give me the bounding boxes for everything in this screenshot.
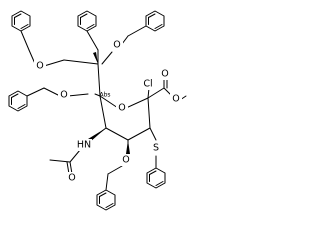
atom-labels: O O O O Cl O O HN O S O Abs — [34, 39, 182, 184]
oxygen-atom-label: O — [36, 61, 43, 72]
sulfur-atom-label: S — [153, 143, 159, 154]
ring-bond — [127, 127, 151, 141]
label-bg — [170, 93, 182, 105]
aromatic-double-bond — [99, 192, 107, 197]
oxygen-atom-label: O — [113, 40, 120, 51]
aromatic-double-bond — [14, 13, 22, 18]
o-ch-bond — [67, 93, 89, 97]
aromatic-double-bond — [86, 24, 95, 29]
benzyl-ring-mid-left — [8, 90, 28, 112]
aromatic-double-bond — [148, 13, 156, 18]
aromatic-double-bond — [80, 13, 88, 18]
oxygen-atom-label: O — [60, 90, 67, 101]
o-ch2-bond — [107, 165, 123, 175]
wedge-bond — [88, 128, 106, 142]
ring-bond — [105, 127, 129, 141]
backbone-bond — [63, 59, 99, 65]
c-s-bond — [149, 127, 157, 141]
label-bg — [76, 139, 92, 151]
bond-lines — [8, 10, 187, 211]
carbonyl-oxygen-atom-label: O — [161, 69, 168, 80]
ring-bond — [99, 95, 119, 109]
label-bg — [120, 154, 132, 166]
n-acyl-bond — [69, 149, 81, 163]
label-bg — [58, 89, 70, 101]
ester-oxygen-atom-label: O — [172, 94, 179, 105]
ch2-bond — [86, 30, 99, 51]
nitrogen-atom-label: HN — [77, 140, 91, 151]
aromatic-double-bond — [149, 170, 157, 175]
ch2-bond — [20, 30, 30, 51]
label-bg — [150, 142, 162, 154]
ch2-ring-bond — [105, 173, 109, 191]
chemical-structure: O O O O Cl O O HN O S O Abs — [8, 10, 187, 211]
acetyl-oxygen-atom-label: O — [68, 173, 75, 184]
ring-bond — [125, 97, 149, 109]
chlorine-atom-label: Cl — [143, 79, 152, 90]
aromatic-double-bond — [17, 104, 26, 109]
aromatic-double-bond — [154, 24, 163, 29]
o-ch-bond — [101, 51, 113, 65]
backbone-bond — [94, 93, 101, 97]
ring-oxygen-atom-label: O — [118, 103, 125, 114]
aromatic-double-bond — [11, 93, 19, 98]
ring-bond — [147, 97, 151, 129]
label-bg — [116, 102, 128, 114]
o-ch2-bond — [43, 59, 65, 67]
label-bg — [141, 78, 155, 90]
label-bg — [159, 68, 171, 80]
ch2-o-bond — [43, 87, 61, 97]
benzyl-ring-top-left — [11, 10, 31, 32]
ch2-bond — [26, 87, 45, 97]
label-bg — [34, 60, 46, 72]
label-bg — [66, 172, 78, 184]
oxygen-atom-label: O — [122, 155, 129, 166]
aromatic-double-bond — [105, 203, 114, 208]
wedge-bond — [93, 52, 98, 64]
aromatic-double-bond — [155, 181, 164, 186]
benzyl-ring-top-center — [77, 10, 97, 32]
ring-bond — [99, 95, 107, 129]
aromatic-double-bond — [20, 24, 29, 29]
c-ester-bond — [147, 87, 165, 99]
ch2-bond — [127, 25, 147, 37]
wedge-bond — [126, 140, 130, 154]
wedge-bonds — [88, 52, 130, 154]
abs-stereo-label: Abs — [99, 92, 110, 99]
backbone-bond — [97, 63, 101, 97]
phenyl-ring-right — [146, 167, 166, 189]
label-bg — [111, 39, 123, 51]
benzyl-ring-bottom — [96, 189, 116, 211]
